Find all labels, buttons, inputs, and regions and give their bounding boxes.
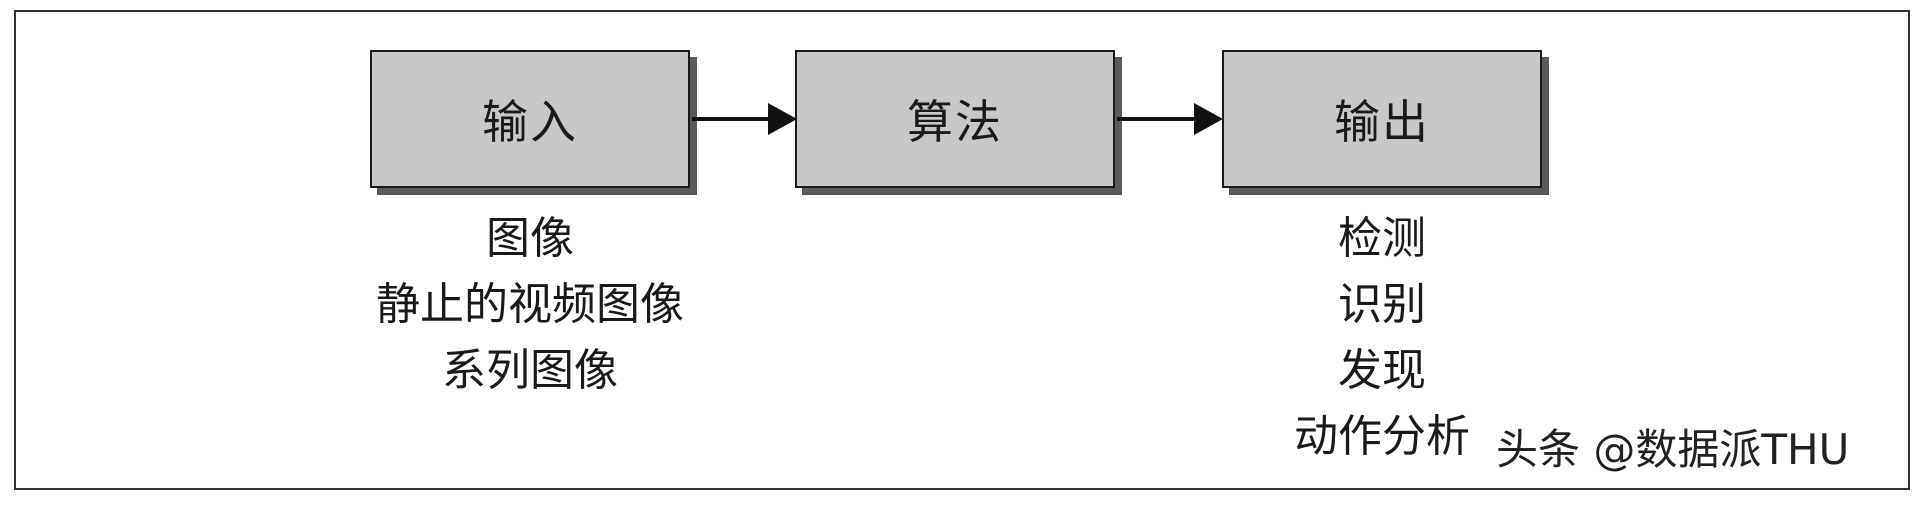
output-items-list: 检测 识别 发现 动作分析 (1262, 206, 1502, 470)
output-item: 动作分析 (1294, 411, 1470, 462)
input-item: 静止的视频图像 (376, 279, 684, 330)
output-item: 检测 (1338, 213, 1426, 264)
output-node-label: 输出 (1334, 95, 1430, 149)
output-item: 发现 (1338, 345, 1426, 396)
arrow-algorithm-to-output (1117, 103, 1223, 135)
input-node: 输入 (370, 50, 690, 188)
arrow-input-to-algorithm (692, 103, 797, 135)
arrow-head (1194, 103, 1223, 135)
input-node-label: 输入 (482, 95, 578, 149)
input-item: 图像 (486, 213, 574, 264)
output-item: 识别 (1338, 279, 1426, 330)
watermark: 头条 @数据派THU (1492, 416, 1854, 477)
algorithm-node-label: 算法 (907, 95, 1003, 149)
algorithm-node: 算法 (795, 50, 1115, 188)
arrow-head (768, 103, 797, 135)
input-items-list: 图像 静止的视频图像 系列图像 (336, 206, 724, 404)
output-node: 输出 (1222, 50, 1542, 188)
input-item: 系列图像 (442, 345, 618, 396)
